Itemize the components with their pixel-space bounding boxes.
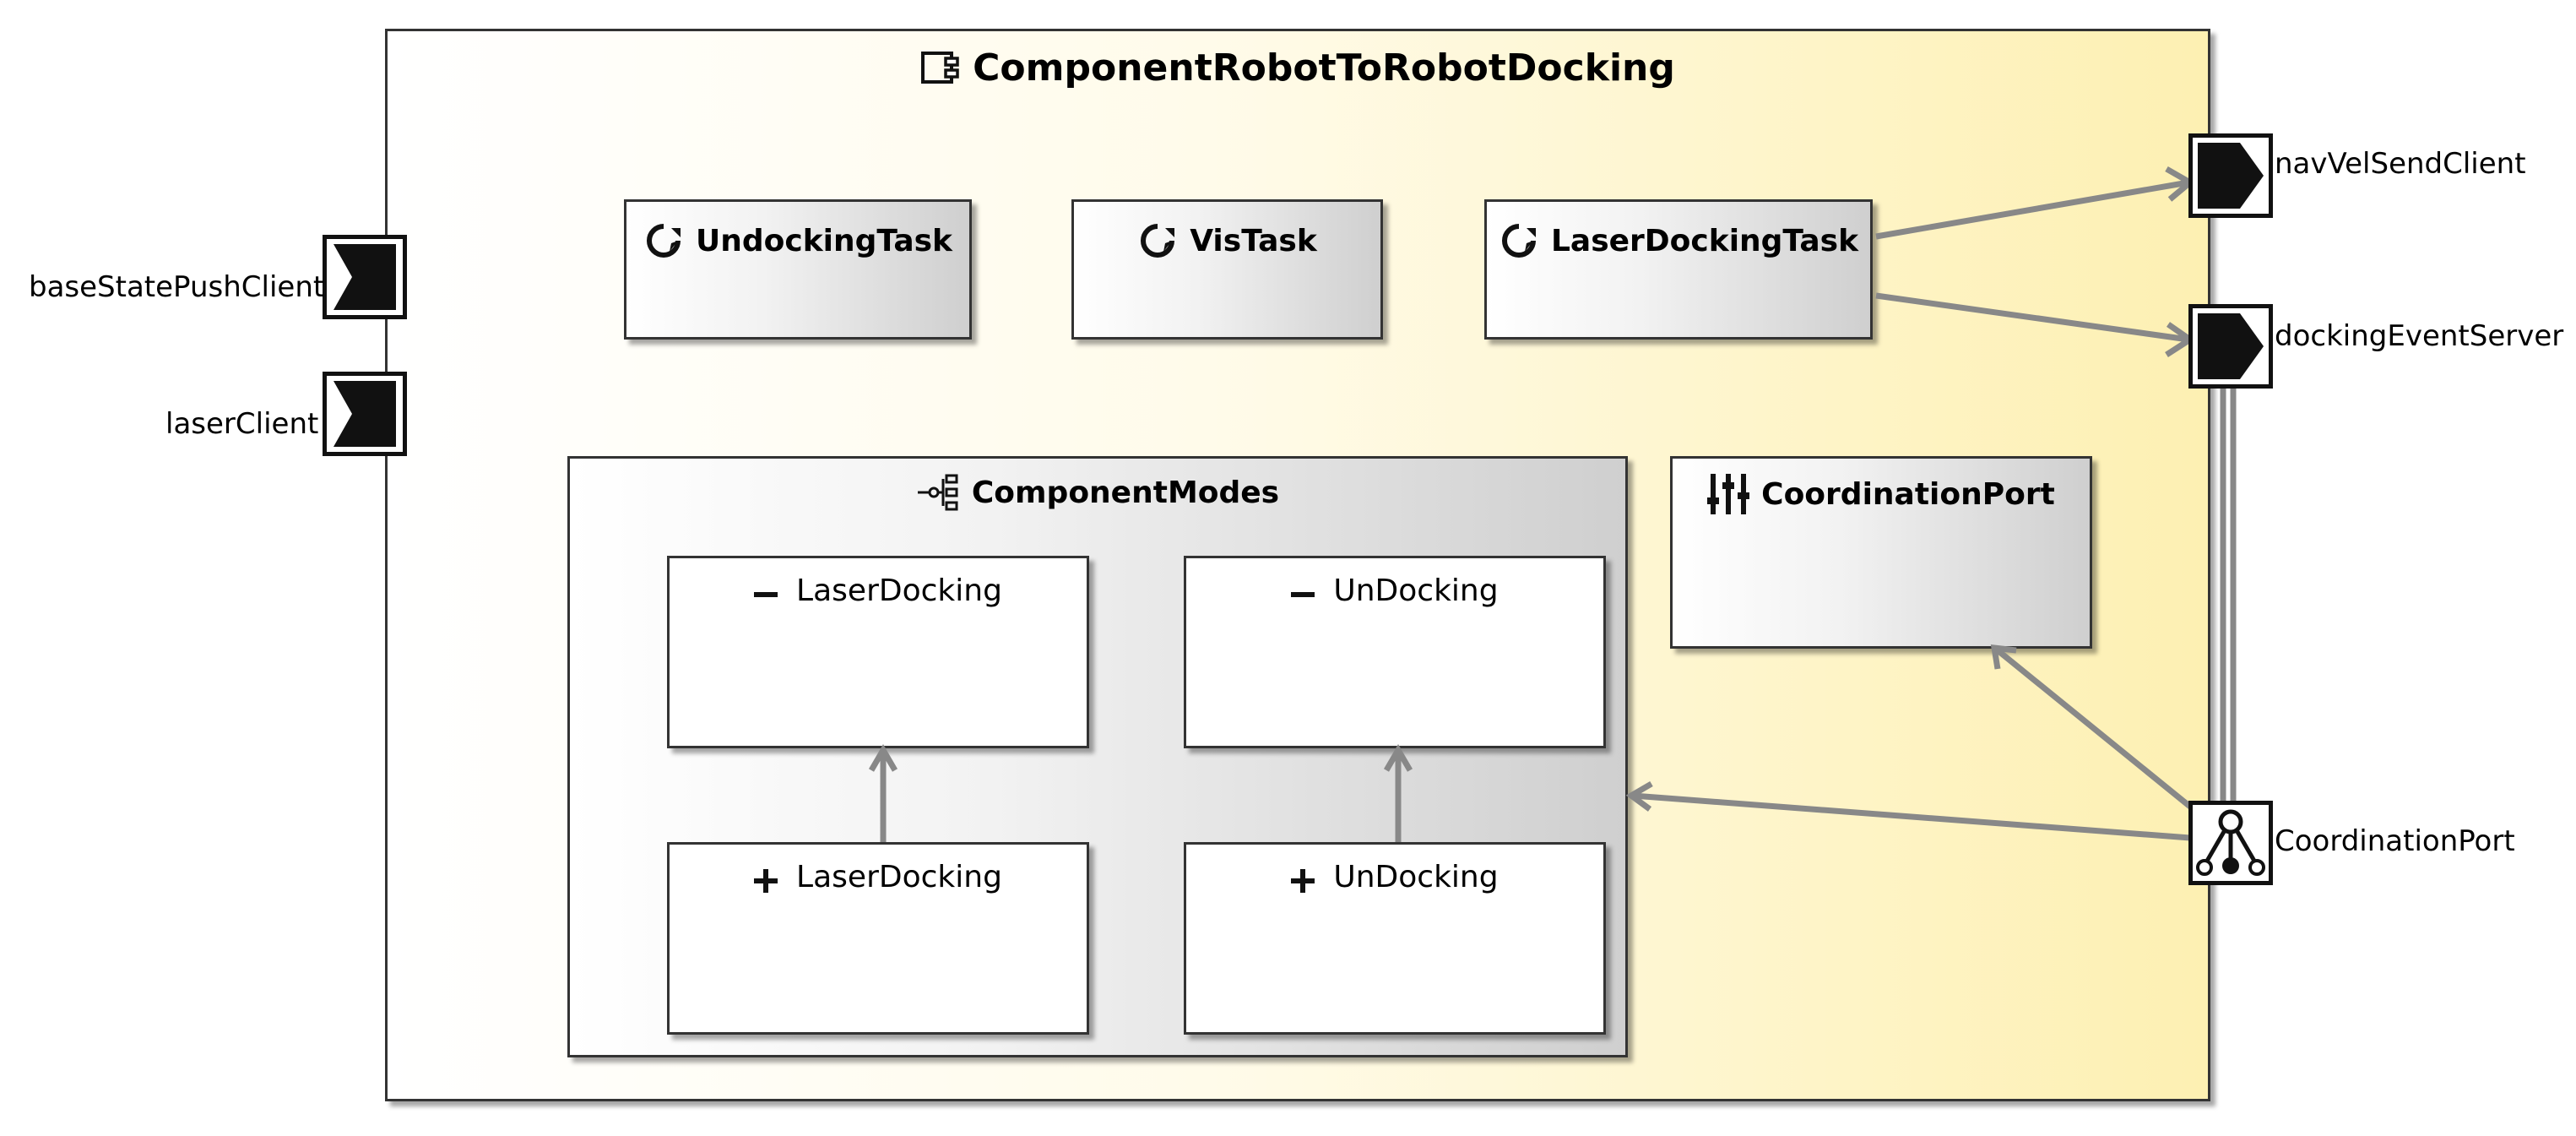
coordination-port-icon [2196,809,2265,876]
mode-label: UnDocking [1333,860,1499,894]
task-vis-title-row: VisTask [1074,220,1380,261]
mode-undocking-minus[interactable]: UnDocking [1184,556,1606,748]
mode-label: UnDocking [1333,573,1499,608]
port-label: baseStatePushClient [29,270,325,304]
coordination-title: CoordinationPort [1761,476,2055,512]
port-label: navVelSendClient [2275,147,2526,181]
port-label: laserClient [165,407,319,441]
mode-laser-docking-plus[interactable]: LaserDocking [667,842,1089,1035]
mode-undocking-plus[interactable]: UnDocking [1184,842,1606,1035]
task-label: LaserDockingTask [1550,223,1859,258]
port-label: dockingEventServer [2275,319,2564,353]
component-title: ComponentRobotToRobotDocking [973,46,1675,90]
port-base-state-push-client[interactable] [323,235,407,319]
push-client-port-icon [334,244,396,310]
port-label: CoordinationPort [2275,824,2515,858]
sliders-icon [1707,472,1750,516]
task-label: VisTask [1190,223,1317,258]
event-server-port-icon [2198,313,2264,379]
task-laser-docking[interactable]: LaserDockingTask [1484,199,1873,340]
port-docking-event-server[interactable] [2188,304,2273,389]
component-modes-title: ComponentModes [971,475,1280,510]
component-title-row: ComponentRobotToRobotDocking [388,46,2208,90]
mode-title-row: UnDocking [1186,860,1603,894]
port-laser-client[interactable] [323,372,407,456]
mode-title-row: LaserDocking [670,860,1087,894]
task-undocking[interactable]: UndockingTask [624,199,972,340]
task-cycle-icon [643,220,684,261]
task-laser-docking-title-row: LaserDockingTask [1487,220,1870,261]
port-coordination[interactable] [2188,801,2273,885]
task-label: UndockingTask [696,223,952,258]
task-cycle-icon [1137,220,1178,261]
mode-laser-docking-minus[interactable]: LaserDocking [667,556,1089,748]
minus-icon [754,579,778,603]
coordination-port-box[interactable]: CoordinationPort [1670,456,2092,649]
minus-icon [1291,579,1315,603]
port-nav-vel-send-client[interactable] [2188,133,2273,218]
modes-tree-icon [916,474,963,511]
send-client-port-icon [2198,143,2264,209]
plus-icon [1291,866,1315,893]
component-modes-title-row: ComponentModes [570,474,1625,511]
mode-label: LaserDocking [796,860,1002,894]
mode-title-row: LaserDocking [670,573,1087,608]
task-cycle-icon [1499,220,1539,261]
coordination-title-row: CoordinationPort [1673,472,2090,516]
mode-title-row: UnDocking [1186,573,1603,608]
component-icon [920,50,959,87]
mode-label: LaserDocking [796,573,1002,608]
task-undocking-title-row: UndockingTask [626,220,969,261]
client-port-icon [334,381,396,447]
plus-icon [754,866,778,893]
task-vis[interactable]: VisTask [1071,199,1383,340]
